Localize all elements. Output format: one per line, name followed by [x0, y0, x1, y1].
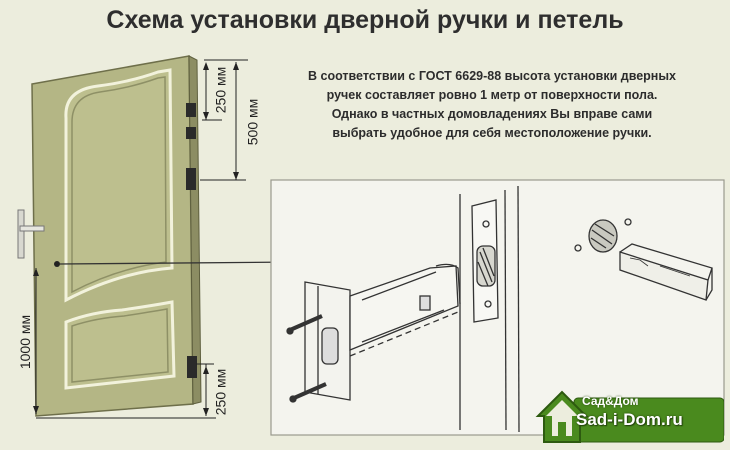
hinge-bottom — [187, 356, 197, 378]
dimension-handle-height: 1000 мм — [17, 314, 34, 370]
dimension-top-hinge: 250 мм — [212, 66, 229, 114]
dimension-bottom-hinge: 250 мм — [212, 368, 229, 416]
dimension-arrows — [33, 62, 239, 416]
description-text: В соответствии с ГОСТ 6629-88 высота уст… — [262, 67, 722, 143]
dimension-hinge-span: 500 мм — [244, 98, 261, 146]
hinge-top-2 — [186, 127, 196, 139]
site-logo — [535, 390, 724, 443]
description-line: Однако в частных домовладениях Вы вправе… — [331, 107, 653, 121]
diagram-title: Схема установки дверной ручки и петель — [106, 6, 624, 34]
strike-plate-sketch — [574, 218, 713, 301]
door — [31, 55, 202, 417]
door-handle — [17, 209, 60, 267]
dimension-lines — [35, 59, 248, 419]
description-line: ручек составляет ровно 1 метр от поверхн… — [326, 88, 658, 102]
logo-domain[interactable]: Sad-i-Dom.ru — [576, 410, 683, 429]
door-edge-sketch — [459, 185, 520, 433]
latch-mechanism-sketch — [286, 263, 461, 403]
description-line: выбрать удобное для себя местоположение … — [332, 126, 652, 140]
logo-name: Сад&Дом — [582, 394, 639, 408]
hinge-middle — [186, 168, 196, 190]
hinge-top-1 — [186, 103, 196, 117]
pointer-line — [59, 261, 297, 265]
description-line: В соответствии с ГОСТ 6629-88 высота уст… — [308, 69, 676, 83]
